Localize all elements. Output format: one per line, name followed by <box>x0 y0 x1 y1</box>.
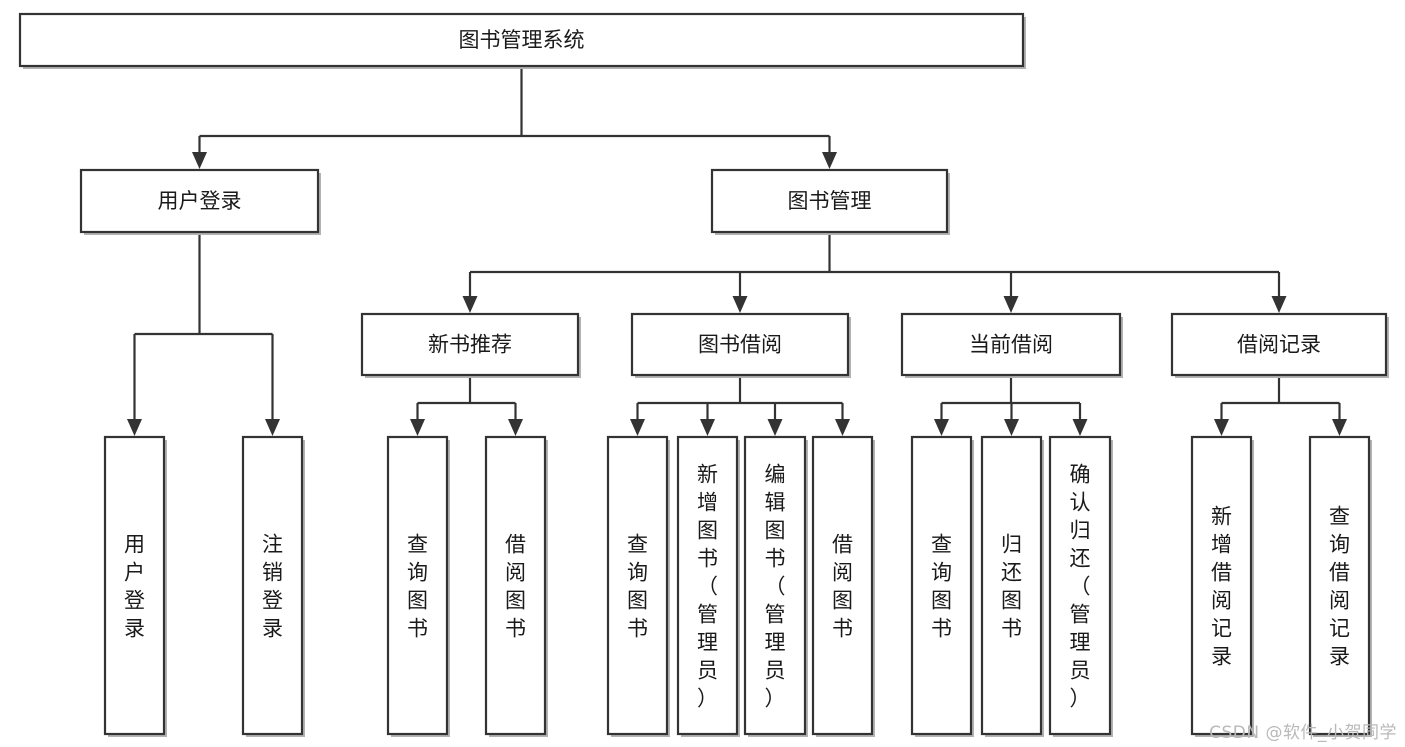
arrow-head <box>630 419 645 436</box>
node-box[interactable] <box>743 435 807 736</box>
node-leaf-borrow-book-1[interactable]: 借阅图书 <box>484 435 548 737</box>
node-label: 确认归还（管理员） <box>1070 462 1091 710</box>
arrow-head <box>700 419 715 436</box>
node-box[interactable] <box>103 435 166 736</box>
node-box[interactable] <box>900 312 1122 377</box>
edge-group <box>410 375 523 436</box>
node-label: 当前借阅 <box>969 333 1053 357</box>
node-label: 借阅图书 <box>832 532 853 640</box>
node-leaf-query-book-2[interactable]: 查询图书 <box>606 435 670 737</box>
node-box[interactable] <box>386 435 449 736</box>
node-box[interactable] <box>1170 312 1388 377</box>
node-label: 查询图书 <box>407 532 428 640</box>
node-book-borrow[interactable]: 图书借阅 <box>630 312 851 378</box>
node-label: 图书借阅 <box>698 333 782 357</box>
edge-group <box>1214 375 1347 436</box>
node-leaf-return-book[interactable]: 归还图书 <box>980 435 1044 737</box>
csdn-watermark: CSDN @软件_小贺同学 <box>1209 723 1397 743</box>
node-current-borrow[interactable]: 当前借阅 <box>900 312 1123 378</box>
node-box[interactable] <box>360 312 580 377</box>
node-label: 用户登录 <box>124 532 145 640</box>
node-label: 注销登录 <box>262 532 283 640</box>
node-user-login[interactable]: 用户登录 <box>79 168 321 235</box>
arrow-head <box>1214 419 1229 436</box>
node-label: 查询图书 <box>931 532 952 640</box>
arrow-head <box>1332 419 1347 436</box>
node-label: 图书管理系统 <box>459 28 585 52</box>
node-label: 查询图书 <box>627 532 648 640</box>
node-box[interactable] <box>484 435 547 736</box>
node-box[interactable] <box>1308 435 1371 736</box>
node-box[interactable] <box>630 312 850 377</box>
node-leaf-borrow-book-2[interactable]: 借阅图书 <box>811 435 875 737</box>
node-leaf-query-book-3[interactable]: 查询图书 <box>910 435 974 737</box>
arrow-head <box>822 152 837 169</box>
node-leaf-query-book-1[interactable]: 查询图书 <box>386 435 450 737</box>
node-root[interactable]: 图书管理系统 <box>18 12 1026 69</box>
node-label: 新增图书（管理员） <box>697 462 718 710</box>
node-borrow-record[interactable]: 借阅记录 <box>1170 312 1389 378</box>
node-label: 图书管理 <box>788 189 872 213</box>
node-box[interactable] <box>980 435 1043 736</box>
node-box[interactable] <box>18 12 1025 68</box>
node-label: 用户登录 <box>158 189 242 213</box>
node-box[interactable] <box>811 435 874 736</box>
edge-group <box>462 232 1287 313</box>
node-leaf-user-logout[interactable]: 注销登录 <box>241 435 305 737</box>
edge-group <box>192 66 837 169</box>
arrow-head <box>732 296 748 313</box>
node-leaf-edit-book[interactable]: 编辑图书（管理员） <box>743 435 808 737</box>
arrow-head <box>410 419 425 436</box>
node-leaf-add-record[interactable]: 新增借阅记录 <box>1190 435 1254 737</box>
edge-group <box>127 232 280 436</box>
node-label: 借阅记录 <box>1237 333 1321 357</box>
node-box[interactable] <box>676 435 739 736</box>
node-label: 新增借阅记录 <box>1211 504 1232 668</box>
arrow-head <box>835 419 850 436</box>
node-leaf-query-record[interactable]: 查询借阅记录 <box>1308 435 1372 737</box>
node-leaf-confirm-return[interactable]: 确认归还（管理员） <box>1048 435 1113 737</box>
edge-group <box>630 375 850 436</box>
arrow-head <box>767 419 783 436</box>
node-leaf-add-book[interactable]: 新增图书（管理员） <box>676 435 740 737</box>
node-box[interactable] <box>1190 435 1253 736</box>
node-label: 借阅图书 <box>505 532 526 640</box>
arrow-head <box>265 419 280 436</box>
node-book-manage[interactable]: 图书管理 <box>710 168 950 235</box>
arrow-head <box>462 296 478 313</box>
edge-group <box>934 375 1088 436</box>
node-box[interactable] <box>241 435 304 736</box>
arrow-head <box>1271 296 1287 313</box>
arrow-head <box>192 152 207 169</box>
node-box[interactable] <box>1048 435 1112 736</box>
arrow-head <box>127 419 142 436</box>
node-label: 查询借阅记录 <box>1329 504 1350 668</box>
nodes-layer: 图书管理系统用户登录图书管理新书推荐图书借阅当前借阅借阅记录用户登录注销登录查询… <box>18 12 1389 737</box>
node-label: 编辑图书（管理员） <box>765 462 786 710</box>
node-box[interactable] <box>910 435 973 736</box>
arrow-head <box>934 419 949 436</box>
edges-layer <box>127 66 1347 436</box>
arrow-head <box>1003 296 1019 313</box>
arrow-head <box>1004 419 1019 436</box>
arrow-head <box>1072 419 1088 436</box>
node-box[interactable] <box>606 435 669 736</box>
node-box[interactable] <box>710 168 949 234</box>
arrow-head <box>508 419 523 436</box>
node-box[interactable] <box>79 168 320 234</box>
node-leaf-user-login[interactable]: 用户登录 <box>103 435 167 737</box>
node-new-book-rec[interactable]: 新书推荐 <box>360 312 581 378</box>
node-label: 归还图书 <box>1001 532 1022 640</box>
node-label: 新书推荐 <box>428 333 512 357</box>
